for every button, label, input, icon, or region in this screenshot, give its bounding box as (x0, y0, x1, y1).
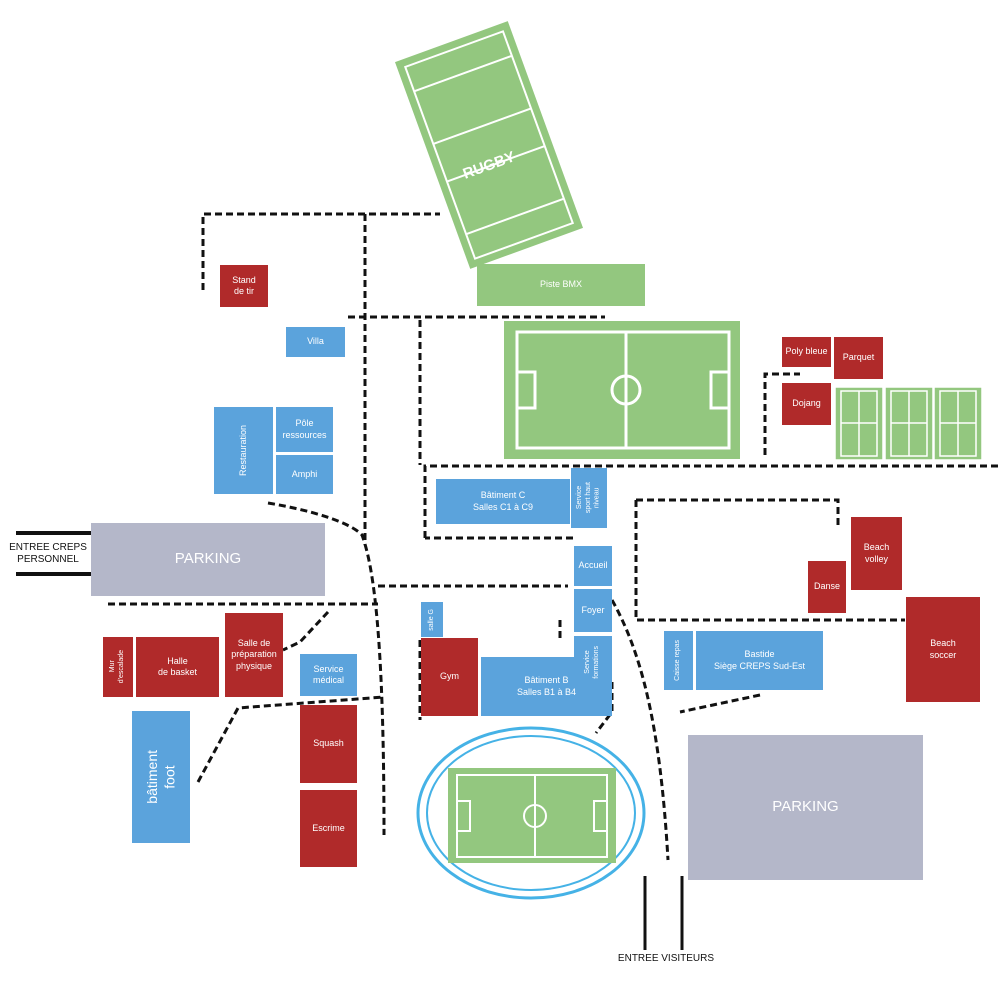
service-formations[interactable]: Service formations (574, 636, 612, 688)
accueil-label: Accueil (578, 560, 608, 571)
service-medical-label: Service médical (312, 663, 344, 685)
halle-basket-label: Halle de basket (157, 655, 198, 677)
parking-east-label: PARKING (772, 798, 839, 816)
mur-escalade[interactable]: Mur d'escalade (103, 637, 133, 697)
service-medical[interactable]: Service médical (300, 654, 357, 696)
stadium-track (416, 726, 646, 900)
path-b-to-track (594, 682, 614, 734)
poly-bleue-label: Poly bleue (785, 346, 828, 357)
staff-entrance-label: ENTREE CREPS PERSONNEL (9, 542, 87, 565)
path-loop-batiment-c (423, 464, 1000, 538)
salle-g-label: salle G (427, 608, 435, 631)
salle-preparation-physique[interactable]: Salle de préparation physique (225, 613, 283, 697)
parquet-label: Parquet (842, 352, 875, 363)
foyer[interactable]: Foyer (574, 589, 612, 632)
visitor-entrance-lines (643, 876, 684, 950)
halle-basket[interactable]: Halle de basket (136, 637, 219, 697)
gym[interactable]: Gym (421, 638, 478, 716)
service-sport-haut-niveau-label: Service sport haut niveau (575, 482, 601, 514)
amphi[interactable]: Amphi (276, 455, 333, 494)
visitor-entrance-label: ENTREE VISITEURS (617, 953, 715, 964)
rugby-field (394, 21, 584, 269)
rugby-label: RUGBY (460, 147, 518, 183)
bastide[interactable]: Bastide Siège CREPS Sud-Est (696, 631, 823, 690)
danse-label: Danse (813, 581, 840, 592)
path-dojang-loop (763, 372, 800, 455)
danse[interactable]: Danse (808, 561, 846, 613)
gym-label: Gym (440, 671, 459, 682)
caisse-repas[interactable]: Caisse repas (664, 631, 693, 690)
football-field-main (504, 321, 740, 459)
accueil[interactable]: Accueil (574, 546, 612, 586)
restauration[interactable]: Restauration (214, 407, 273, 494)
service-formations-label: Service formations (584, 645, 600, 679)
path-medical-foot (282, 610, 330, 652)
batiment-c-label: Bâtiment C Salles C1 à C9 (472, 490, 534, 512)
staff-entrance-lines (16, 531, 91, 576)
squash-label: Squash (313, 738, 344, 749)
beach-soccer[interactable]: Beach soccer (906, 597, 980, 702)
foyer-label: Foyer (581, 604, 605, 615)
path-beach-soccer (634, 500, 905, 622)
pole-ressources[interactable]: Pôle ressources (276, 407, 333, 452)
batiment-c[interactable]: Bâtiment C Salles C1 à C9 (436, 479, 570, 524)
path-stand-de-tir (201, 212, 440, 290)
parquet[interactable]: Parquet (834, 337, 883, 379)
villa[interactable]: Villa (286, 327, 345, 357)
batiment-b-label: Bâtiment B Salles B1 à B4 (516, 675, 577, 697)
bastide-label: Bastide Siège CREPS Sud-Est (713, 649, 806, 671)
stand-de-tir[interactable]: Stand de tir (220, 265, 268, 307)
poly-bleue[interactable]: Poly bleue (782, 337, 831, 367)
path-restauration-south (267, 501, 386, 836)
dojang-label: Dojang (792, 398, 821, 409)
tennis-courts (834, 386, 983, 461)
amphi-label: Amphi (291, 468, 318, 479)
salle-g[interactable]: salle G (421, 602, 443, 637)
mur-escalade-label: Mur d'escalade (109, 650, 125, 684)
service-sport-haut-niveau[interactable]: Service sport haut niveau (571, 468, 607, 528)
path-foot-link (196, 695, 385, 783)
restauration-label: Restauration (237, 424, 248, 477)
dojang[interactable]: Dojang (782, 383, 831, 425)
parking-west-label: PARKING (174, 550, 242, 568)
escrime-label: Escrime (312, 822, 345, 833)
piste-bmx[interactable]: Piste BMX (477, 264, 645, 306)
caisse-repas-label: Caisse repas (674, 640, 682, 681)
parking-west[interactable]: PARKING (91, 523, 325, 596)
path-bastide-south (679, 693, 761, 714)
escrime[interactable]: Escrime (300, 790, 357, 867)
rugby-label-wrap: RUGBY (449, 145, 529, 185)
batiment-foot-label: bâtiment foot (143, 750, 178, 804)
batiment-foot[interactable]: bâtiment foot (132, 711, 190, 843)
parking-east[interactable]: PARKING (688, 735, 923, 880)
beach-volley[interactable]: Beach volley (851, 517, 902, 590)
beach-volley-label: Beach volley (863, 542, 890, 564)
stand-de-tir-label: Stand de tir (232, 274, 256, 296)
salle-preparation-label: Salle de préparation physique (231, 638, 277, 671)
path-east-beach (636, 498, 840, 528)
piste-bmx-label: Piste BMX (539, 279, 582, 290)
pole-ressources-label: Pôle ressources (282, 418, 327, 440)
villa-label: Villa (307, 336, 324, 347)
squash[interactable]: Squash (300, 705, 357, 783)
beach-soccer-label: Beach soccer (929, 638, 957, 660)
walking-paths (108, 212, 1000, 861)
path-visitors (610, 599, 670, 861)
